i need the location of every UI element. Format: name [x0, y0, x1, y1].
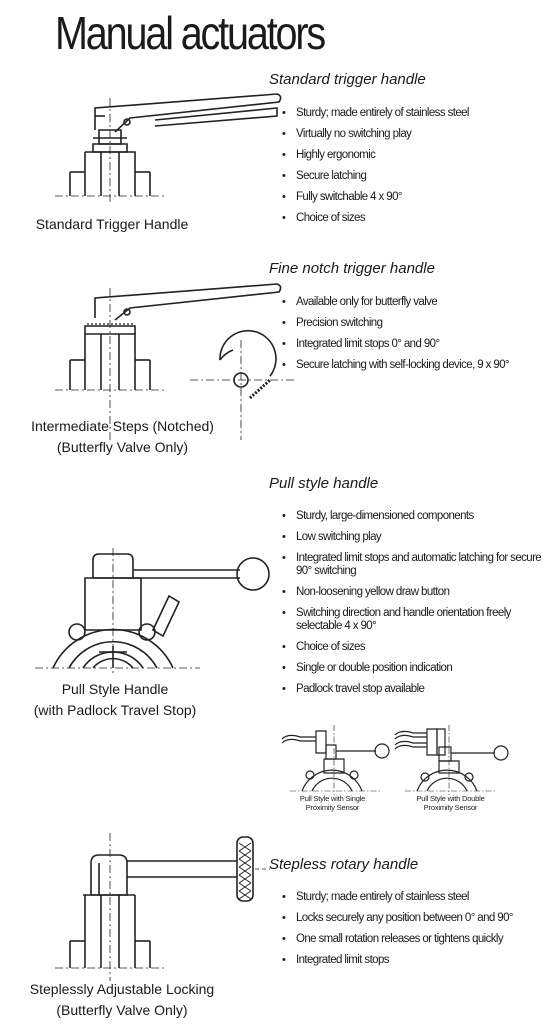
pull-style-handle-drawing: [35, 548, 275, 673]
double-proximity-sensor-drawing: [393, 725, 518, 795]
list-item: Highly ergonomic: [282, 149, 542, 162]
list-item: Fully switchable 4 x 90°: [282, 191, 542, 204]
single-proximity-sensor-drawing: [280, 725, 400, 795]
list-item: Precision switching: [282, 317, 547, 330]
list-item: Available only for butterfly valve: [282, 296, 547, 309]
fine-notch-trigger-handle-drawing: [55, 280, 290, 445]
list-item: Choice of sizes: [282, 212, 542, 225]
list-item: Integrated limit stops: [282, 954, 544, 967]
list-item: Secure latching with self-locking device…: [282, 359, 547, 372]
list-item: Integrated limit stops 0° and 90°: [282, 338, 547, 351]
pull-section-title: Pull style handle: [269, 475, 379, 492]
list-item: Virtually no switching play: [282, 128, 542, 141]
list-item: Locks securely any position between 0° a…: [282, 912, 544, 925]
standard-trigger-handle-drawing: [55, 88, 290, 208]
single-sensor-caption: Pull Style with Single Proximity Sensor: [299, 794, 366, 812]
double-sensor-caption: Pull Style with Double Proximity Sensor: [416, 794, 485, 812]
pull-bullets: Sturdy, large-dimensioned components Low…: [282, 510, 544, 704]
list-item: Non-loosening yellow draw button: [282, 586, 544, 599]
fine-notch-bullets: Available only for butterfly valve Preci…: [282, 296, 547, 380]
list-item: Switching direction and handle orientati…: [282, 607, 544, 633]
list-item: Integrated limit stops and automatic lat…: [282, 552, 544, 578]
standard-section-title: Standard trigger handle: [269, 71, 426, 88]
stepless-caption: Steplessly Adjustable Locking (Butterfly…: [29, 981, 215, 1018]
stepless-bullets: Sturdy; made entirely of stainless steel…: [282, 891, 544, 975]
fine-notch-section-title: Fine notch trigger handle: [269, 260, 435, 277]
page-title: Manual actuators: [55, 7, 326, 59]
list-item: One small rotation releases or tightens …: [282, 933, 544, 946]
list-item: Low switching play: [282, 531, 544, 544]
fine-notch-caption: Intermediate Steps (Notched) (Butterfly …: [31, 418, 214, 455]
standard-caption: Standard Trigger Handle: [35, 216, 189, 232]
list-item: Secure latching: [282, 170, 542, 183]
stepless-rotary-handle-drawing: [55, 833, 270, 983]
list-item: Choice of sizes: [282, 641, 544, 654]
list-item: Sturdy; made entirely of stainless steel: [282, 891, 544, 904]
list-item: Single or double position indication: [282, 662, 544, 675]
pull-caption: Pull Style Handle (with Padlock Travel S…: [33, 681, 197, 718]
list-item: Sturdy, large-dimensioned components: [282, 510, 544, 523]
stepless-section-title: Stepless rotary handle: [269, 856, 419, 873]
list-item: Padlock travel stop available: [282, 683, 544, 696]
standard-bullets: Sturdy; made entirely of stainless steel…: [282, 107, 542, 233]
list-item: Sturdy; made entirely of stainless steel: [282, 107, 542, 120]
